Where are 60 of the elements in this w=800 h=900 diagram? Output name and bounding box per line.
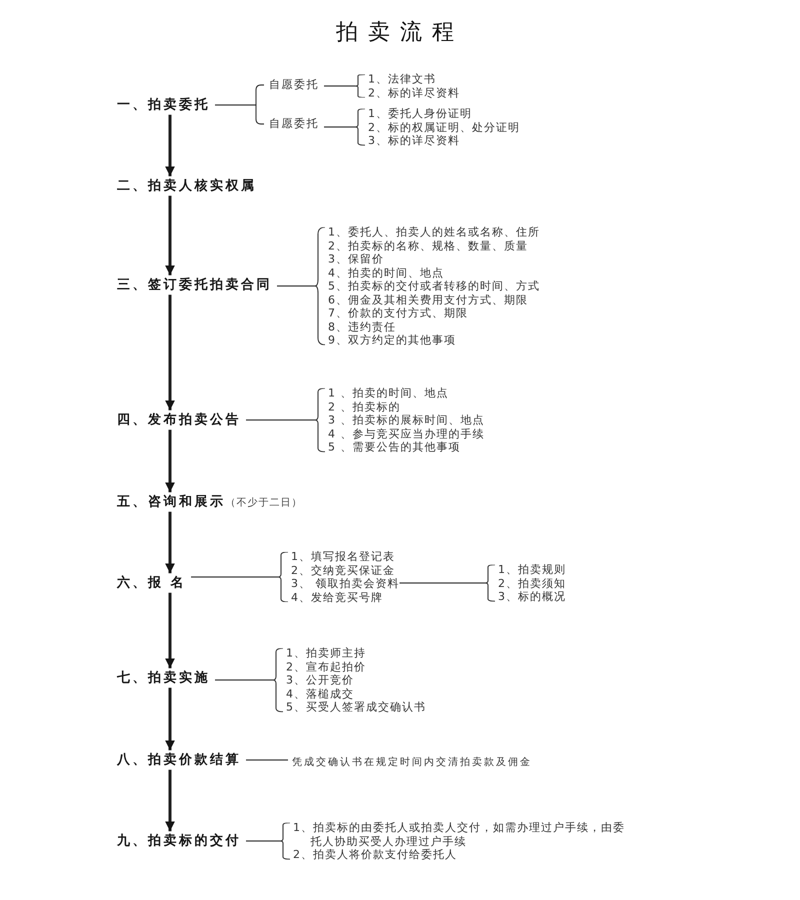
list-item: 3、标的概况 [498,590,566,604]
list-item: 1、委托人身份证明 [368,106,473,120]
flow-arrow [165,592,175,668]
flow-arrow [165,196,175,276]
diagram-title: 拍卖流程 [335,19,465,47]
flow-arrow [165,770,175,832]
list-item: 1、拍卖师主持 [286,646,367,660]
step-label: 九、拍卖标的交付 [117,832,241,850]
flow-arrow [165,512,175,574]
list-item: 3、 领取拍卖会资料 [291,577,400,590]
list-item: 5、拍卖标的交付或者转移的时间、方式 [328,279,540,293]
connector-line [246,840,280,842]
flow-arrow [165,688,175,750]
step-note: （不少于二日） [226,496,302,510]
step-label: 八、拍卖价款结算 [117,751,241,770]
note-text: 凭成交确认书在规定时间内交清拍卖款及佣金 [292,757,532,768]
list-item: 5 、需要公告的其他事项 [328,440,462,454]
step-label: 六、报 名 [117,574,186,592]
list-item: 2、拍卖须知 [498,576,566,590]
list-item: 4、拍卖的时间、地点 [328,266,445,280]
step-label: 七、拍卖实施 [117,669,210,688]
step-label: 自愿委托 [269,116,319,132]
list-item: 1、法律文书 [368,72,437,86]
step-label: 一、拍卖委托 [117,96,210,114]
list-item: 4、发给竞买号牌 [291,590,384,604]
step-label: 自愿委托 [269,76,319,93]
flow-arrow [165,430,175,492]
flow-arrow [165,294,175,410]
list-item: 1、委托人、拍卖人的姓名或名称、住所 [328,225,540,239]
list-item: 7、价款的支付方式、期限 [328,306,469,320]
connector-line [190,576,278,578]
list-item: 1 、拍卖的时间、地点 [328,386,450,400]
step-label: 二、拍卖人核实权属 [117,177,256,196]
list-item: 2 、拍卖标的 [328,400,402,414]
flow-arrow [165,114,175,176]
list-item: 3、标的详尽资料 [368,134,461,148]
list-item: 2、宣布起拍价 [286,660,367,674]
step-label: 三、签订委托拍卖合同 [117,276,272,294]
list-item: 8、违约责任 [328,320,397,334]
step-label: 四、发布拍卖公告 [117,411,241,430]
list-item: 1、拍卖标的由委托人或拍卖人交付，如需办理过户手续，由委托人协助买受人办理过户手续 [293,820,625,848]
connector-line [324,126,356,128]
list-item: 3 、拍卖标的展标时间、地点 [328,413,484,427]
list-item: 2、标的权属证明、处分证明 [368,120,520,134]
list-item: 2、拍卖标的名称、规格、数量、质量 [328,238,529,252]
connector-line [399,582,486,584]
list-item: 5、买受人签署成交确认书 [286,700,426,714]
connector-line [214,104,264,124]
list-item: 2、交纳竞买保证金 [291,564,396,577]
list-item: 2、拍卖人将价款支付给委托人 [293,848,458,862]
list-item: 4 、参与竞买应当办理的手续 [328,426,484,440]
list-item: 3、保留价 [328,252,385,266]
list-item: 4、落槌成交 [286,686,355,700]
step-label: 五、咨询和展示 [117,493,226,512]
list-item: 1、拍卖规则 [498,562,566,576]
list-item: 1、填写报名登记表 [291,550,396,564]
list-item: 9、双方约定的其他事项 [328,333,457,347]
list-item: 2、标的详尽资料 [368,86,460,100]
list-item: 6、佣金及其相关费用支付方式、期限 [328,292,529,306]
list-item: 3、公开竞价 [286,673,355,687]
